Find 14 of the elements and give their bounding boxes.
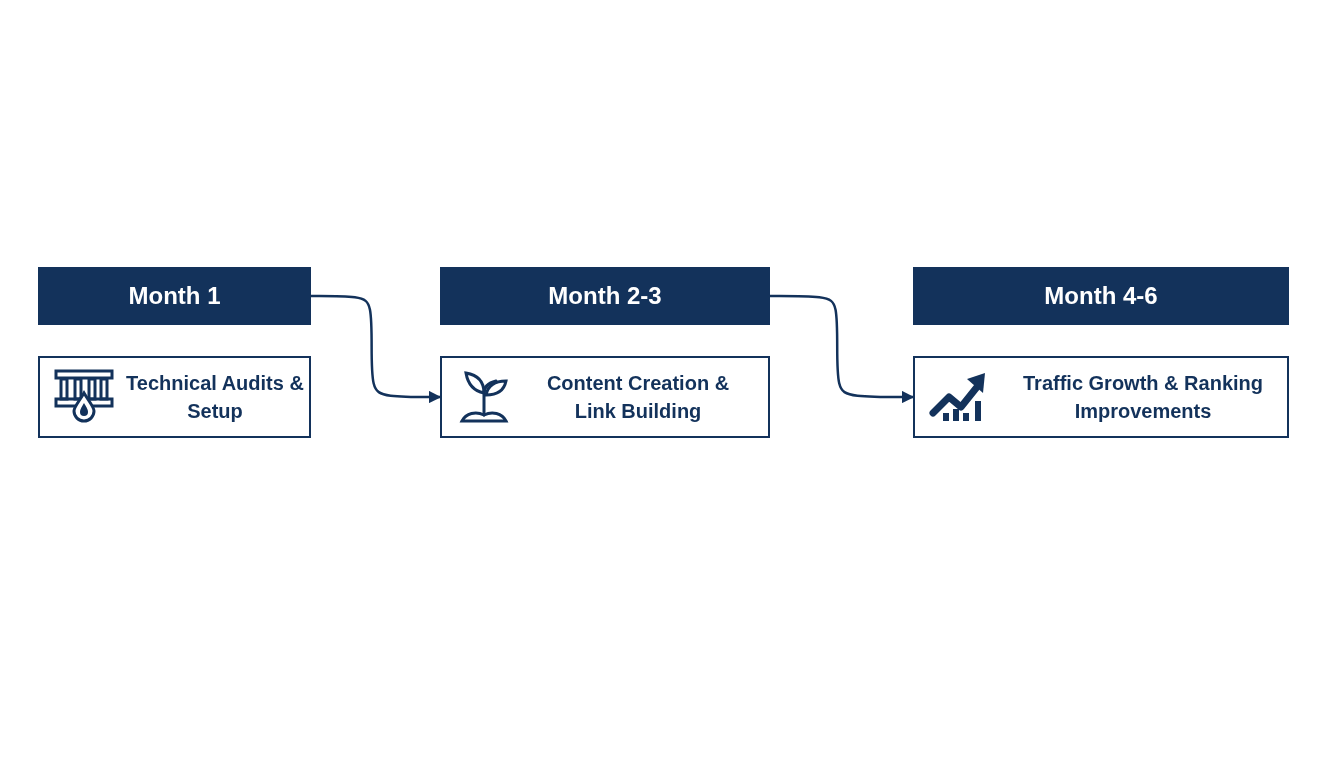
connector-arrow (311, 294, 442, 404)
month-title: Month 4-6 (1044, 282, 1158, 310)
month-title: Month 1 (128, 282, 221, 310)
month-header (38, 267, 311, 325)
phase-description: Traffic Growth & Ranking Improvements (1022, 371, 1264, 424)
phase-description: Content Creation & Link Building (545, 371, 731, 424)
month-header (440, 267, 770, 325)
month-title: Month 2-3 (548, 282, 662, 310)
month-header (913, 267, 1289, 325)
phase-box (440, 356, 770, 438)
phase-description: Technical Audits & Setup (125, 371, 305, 424)
connector-arrow (770, 294, 915, 404)
phase-box (38, 356, 311, 438)
phase-box (913, 356, 1289, 438)
